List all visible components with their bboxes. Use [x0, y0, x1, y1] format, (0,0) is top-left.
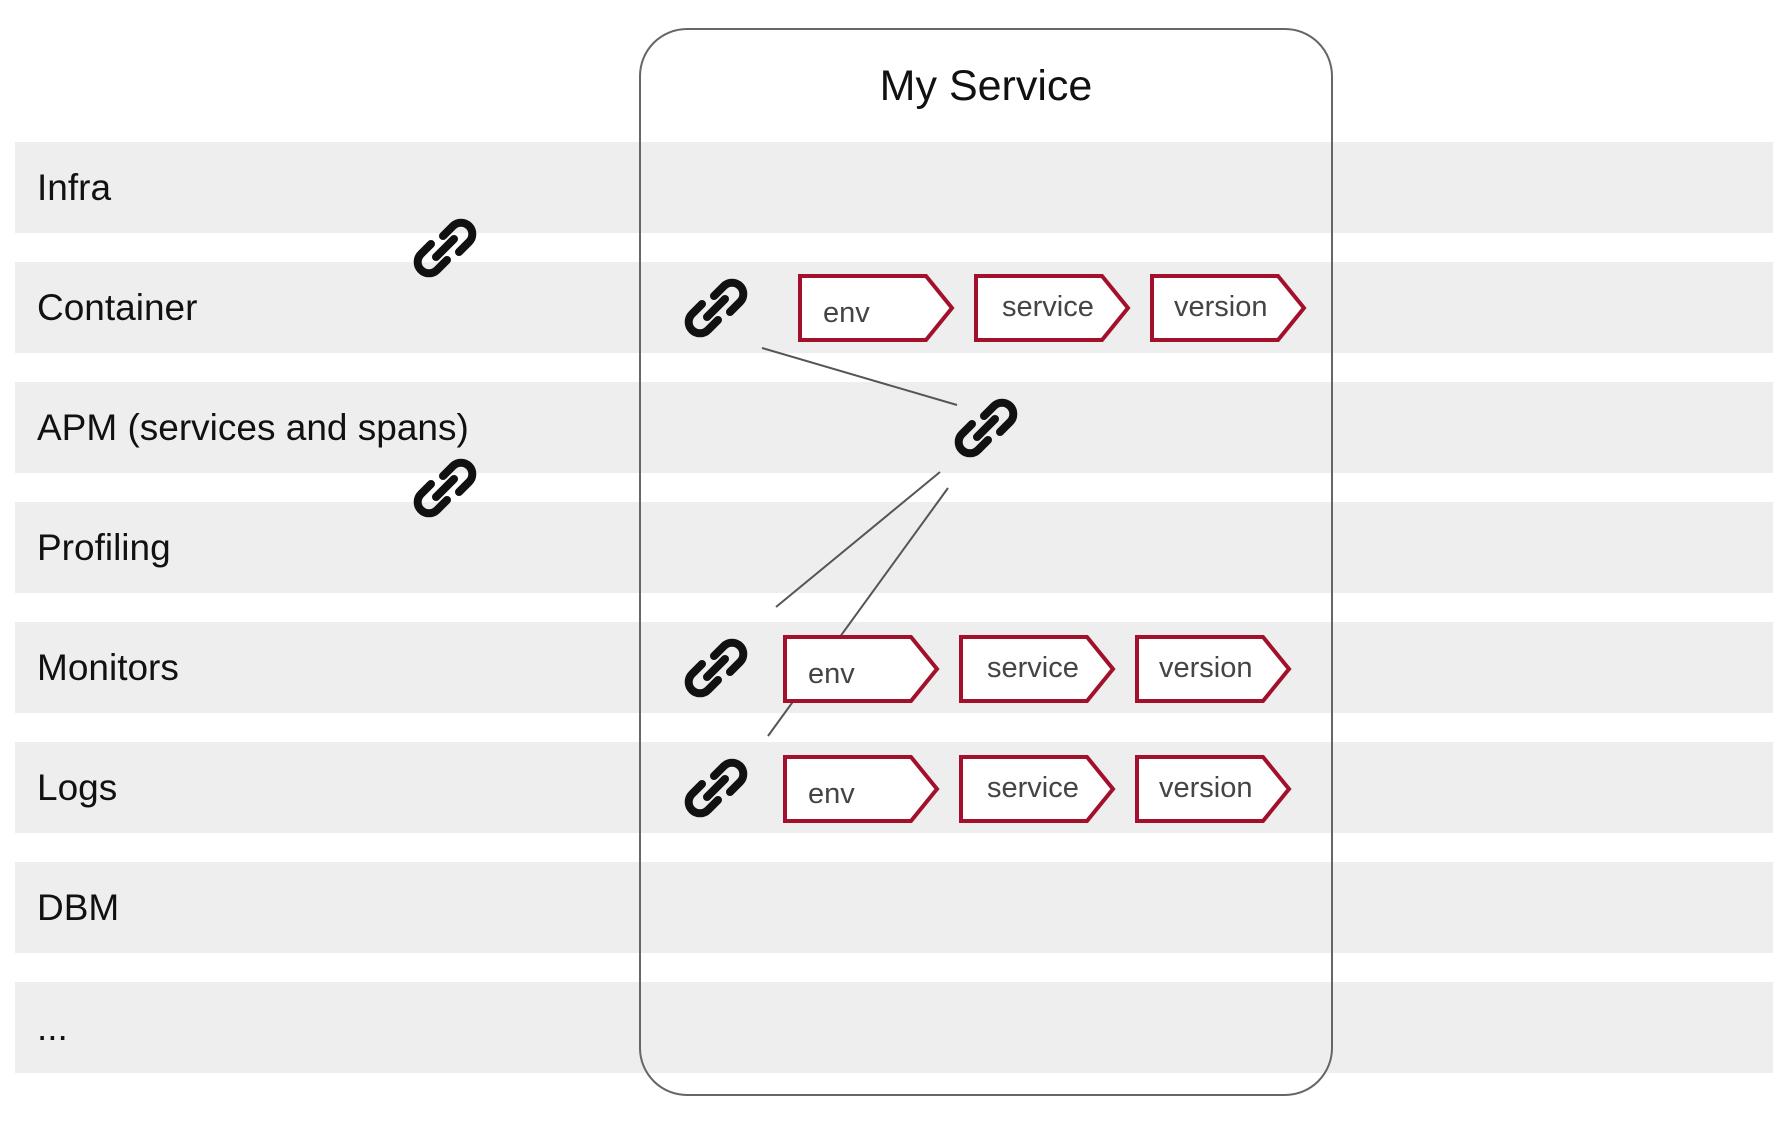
tag-label: version [1174, 291, 1268, 323]
tag-version: version [1150, 274, 1307, 342]
link-icon [689, 283, 744, 334]
link-icon [689, 643, 744, 694]
row-label-container: Container [37, 287, 198, 328]
link-icon [959, 403, 1014, 454]
row-label-logs: Logs [37, 767, 118, 808]
tag-service: service [959, 755, 1116, 823]
tag-label: env [823, 297, 870, 329]
row-band-more [15, 982, 1773, 1073]
row-label-infra: Infra [37, 167, 112, 208]
tag-version: version [1135, 755, 1292, 823]
service-title: My Service [879, 62, 1093, 110]
row-label-profiling: Profiling [37, 527, 171, 568]
row-band-apm [15, 382, 1773, 473]
link-icon [418, 223, 473, 274]
connector-line-container-apm [761, 347, 958, 406]
tag-label: service [1002, 291, 1094, 323]
tag-env: env [783, 635, 940, 703]
link-icon [689, 763, 744, 814]
tag-version: version [1135, 635, 1292, 703]
row-label-monitors: Monitors [37, 647, 179, 688]
row-band-infra [15, 142, 1773, 233]
connector-line-apm-monitors [775, 471, 941, 608]
tag-service: service [974, 274, 1131, 342]
tag-env: env [798, 274, 955, 342]
tag-label: env [808, 658, 855, 690]
tag-label: version [1159, 652, 1253, 684]
row-band-profiling [15, 502, 1773, 593]
row-label-apm: APM (services and spans) [37, 407, 469, 448]
tag-label: service [987, 652, 1079, 684]
link-icon [418, 463, 473, 514]
tag-service: service [959, 635, 1116, 703]
row-label-dbm: DBM [37, 887, 120, 928]
tag-label: version [1159, 772, 1253, 804]
tag-label: service [987, 772, 1079, 804]
service-container [639, 28, 1333, 1096]
tag-env: env [783, 755, 940, 823]
row-band-dbm [15, 862, 1773, 953]
row-label-more: ... [37, 1007, 68, 1048]
tag-label: env [808, 778, 855, 810]
